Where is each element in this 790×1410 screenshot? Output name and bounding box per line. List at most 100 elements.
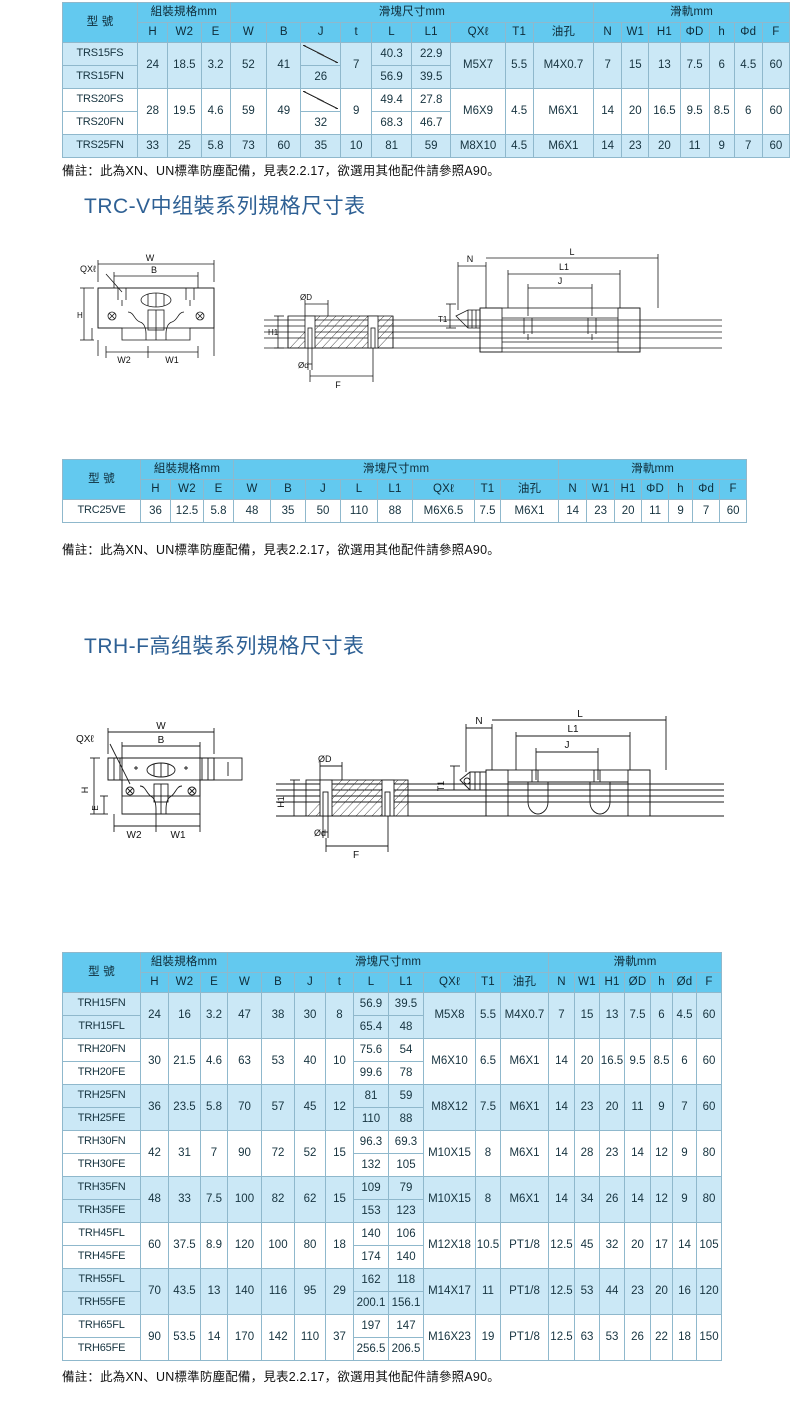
trhf-model-name: TRH45FE [62, 1245, 141, 1269]
label-w1: W1 [165, 355, 179, 365]
trhf-cell-W2: 23.5 [168, 1084, 201, 1131]
trhf-cell-E: 8.9 [200, 1222, 228, 1269]
trs-col-E: E [200, 22, 231, 43]
trhf-cell-J: 40 [294, 1038, 326, 1085]
trhf-cell-h: 22 [650, 1314, 673, 1361]
trs-cell-W1: 15 [621, 42, 650, 89]
trhf-cell-B: 72 [261, 1130, 295, 1177]
trhf-cell-T1: 6.5 [475, 1038, 501, 1085]
trhf-cell-W1: 20 [574, 1038, 600, 1085]
trhf-cell-h: 8.5 [650, 1038, 673, 1085]
trhf-cell-T1: 11 [475, 1268, 501, 1315]
label-outer-diameter: ØD [318, 754, 332, 764]
trhf-cell-Pd: 6 [672, 1038, 697, 1085]
trhf-cell-J: 62 [294, 1176, 326, 1223]
trhf-cell-W2: 43.5 [168, 1268, 201, 1315]
trhf-cell-W: 120 [227, 1222, 262, 1269]
trhf-model-name: TRH20FE [62, 1061, 141, 1085]
trhf-cell-N: 14 [548, 1176, 575, 1223]
trhf-cell-J: 52 [294, 1130, 326, 1177]
trcv-cell-W2: 12.5 [170, 499, 204, 523]
trs-model-name: TRS25FN [62, 134, 138, 158]
label-j: J [558, 276, 563, 286]
trhf-cell-F: 80 [696, 1176, 722, 1223]
label-h1: H1 [276, 796, 286, 808]
trhf-cell-E: 4.6 [200, 1038, 228, 1085]
trcv-model-name: TRC25VE [62, 499, 141, 523]
trs-cell-PD: 11 [679, 134, 710, 158]
trhf-cell-J: 45 [294, 1084, 326, 1131]
trhf-cell-H: 30 [140, 1038, 169, 1085]
trs-col-D: ΦD [679, 22, 710, 43]
trhf-cell-W1: 34 [574, 1176, 600, 1223]
trhf-cell-PD: 26 [624, 1314, 651, 1361]
trs-cell-N: 14 [593, 88, 623, 135]
trs-cell-L1-bottom: 39.5 [410, 65, 452, 89]
trhf-col-H: H [140, 972, 169, 993]
trcv-col-QX: QXℓ [412, 479, 475, 500]
trs-cell-B: 49 [266, 88, 302, 135]
trcv-col-E: E [203, 479, 234, 500]
trcv-header-rail: 滑軌mm [558, 459, 748, 480]
trhf-cell-L-top: 56.9 [353, 992, 389, 1016]
trhf-cell-B: 82 [261, 1176, 295, 1223]
trhf-col-J: J [294, 972, 326, 993]
label-l1: L1 [559, 262, 569, 272]
trhf-cell-Pd: 16 [672, 1268, 697, 1315]
label-qxl: QXℓ [76, 734, 94, 745]
trs-cell-J: 35 [300, 134, 342, 158]
trhf-cell-T1: 5.5 [475, 992, 501, 1039]
trhf-cell-E: 14 [200, 1314, 228, 1361]
trhf-cell-L-top: 197 [353, 1314, 389, 1338]
trcv-table-note: 備註：此為XN、UN標準防塵配備，見表2.2.17，欲選用其他配件請參照A90。 [62, 543, 500, 557]
trhf-cell-PD: 11 [624, 1084, 651, 1131]
trhf-cell-H: 48 [140, 1176, 169, 1223]
trhf-cell-PD: 9.5 [624, 1038, 651, 1085]
trhf-cell-L-bottom: 174 [353, 1245, 389, 1269]
trhf-col-L1: L1 [388, 972, 424, 993]
trcv-col-N: N [558, 479, 588, 500]
trhf-cell-PD: 7.5 [624, 992, 651, 1039]
trhf-cell-Pd: 9 [672, 1176, 697, 1223]
trhf-cell-F: 60 [696, 992, 722, 1039]
trs-cell-N: 7 [593, 42, 623, 89]
trhf-cell-L1-bottom: 48 [388, 1015, 424, 1039]
trs-cell-E: 3.2 [200, 42, 231, 89]
trhf-cell-B: 100 [261, 1222, 295, 1269]
trhf-cell-L1-top: 59 [388, 1084, 424, 1108]
trhf-cell-L1-bottom: 105 [388, 1153, 424, 1177]
trs-cell-QXl: M8X10 [450, 134, 506, 158]
trhf-side-view-drawing: ØD H1 Ød F T1 N L L1 J [270, 708, 730, 860]
trcv-header-block: 滑塊尺寸mm [232, 459, 560, 480]
trhf-col-QX: QXℓ [423, 972, 476, 993]
label-l1: L1 [567, 724, 579, 735]
trhf-cell-L1-bottom: 88 [388, 1107, 424, 1131]
trcv-cell-W1: 23 [586, 499, 616, 523]
trs-cell-h: 6 [708, 42, 735, 89]
trhf-cell-F: 120 [696, 1268, 722, 1315]
trhf-cell-H: 70 [140, 1268, 169, 1315]
label-h1: H1 [268, 328, 279, 337]
trcv-cell-T1: 7.5 [474, 499, 501, 523]
trhf-col-T1: T1 [475, 972, 501, 993]
trhf-cell-T1: 8 [475, 1130, 501, 1177]
trhf-header-rail: 滑軌mm [548, 952, 722, 973]
label-inner-diameter: Ød [314, 828, 326, 838]
trhf-cell-L1-bottom: 78 [388, 1061, 424, 1085]
trhf-cell-H: 42 [140, 1130, 169, 1177]
trhf-model-name: TRH25FE [62, 1107, 141, 1131]
